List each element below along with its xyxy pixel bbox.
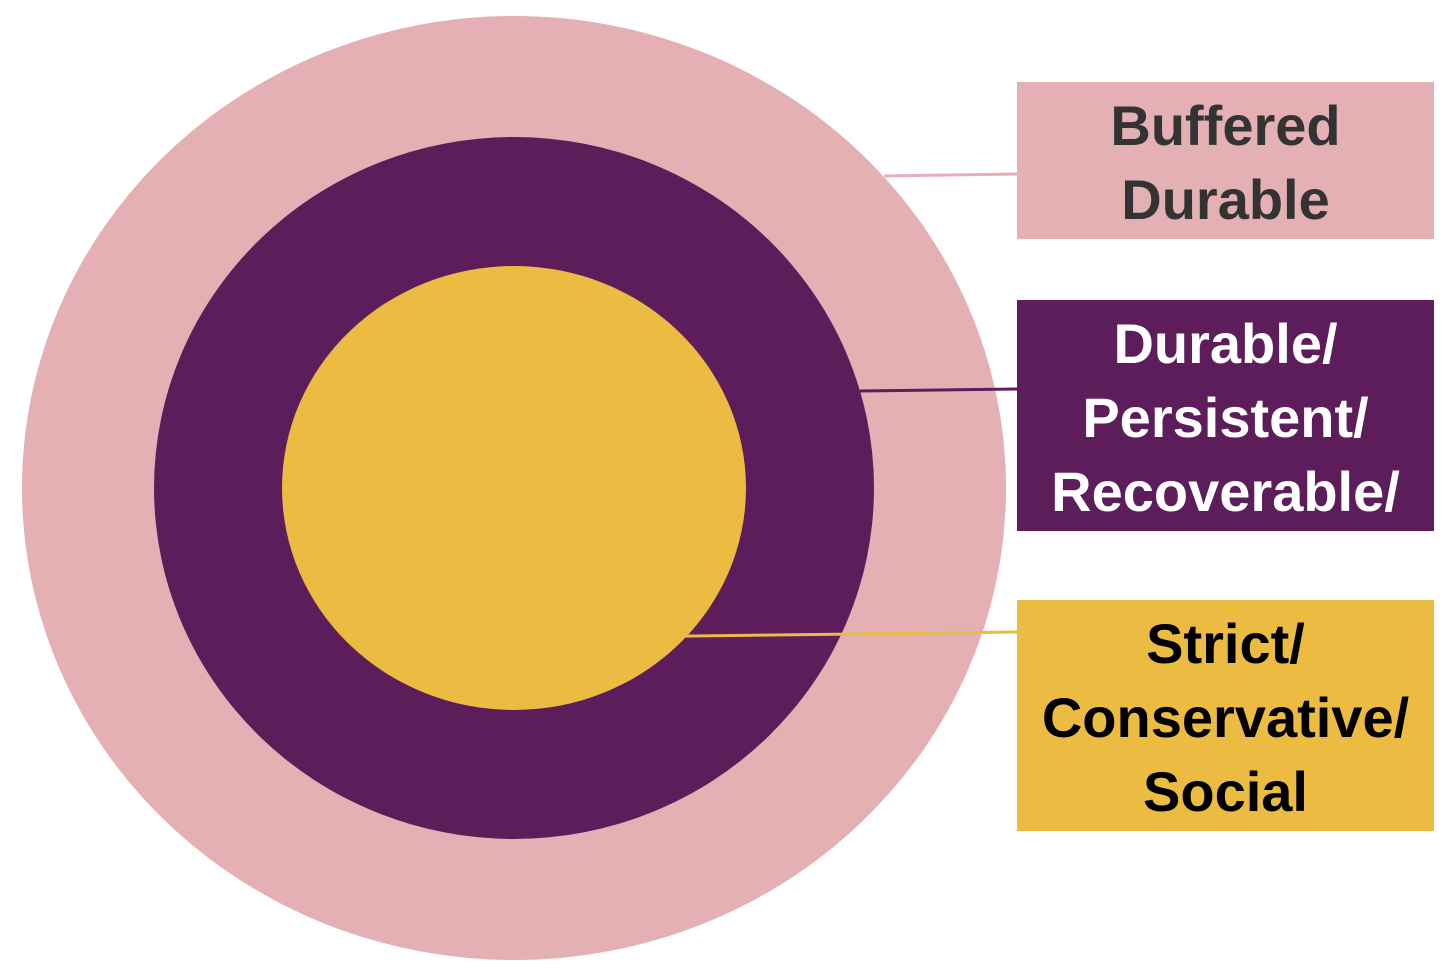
outer-leader-line — [883, 172, 1018, 178]
label-line: Buffered — [1110, 93, 1341, 157]
inner-leader-line — [611, 630, 1018, 639]
label-line: Persistent/ — [1082, 385, 1369, 449]
label-line: Recoverable/ — [1051, 459, 1400, 523]
label-line: Durable/ — [1113, 311, 1338, 375]
durable-persistent-recoverable-label: Durable/ Persistent/ Recoverable/ — [1017, 300, 1434, 531]
label-line: Social — [1143, 759, 1308, 823]
strict-conservative-social-label: Strict/ Conservative/ Social — [1017, 600, 1434, 831]
label-line: Durable — [1121, 167, 1330, 231]
label-line: Strict/ — [1146, 611, 1305, 675]
middle-leader-line — [859, 387, 1018, 393]
label-line: Conservative/ — [1041, 685, 1410, 749]
inner-circle — [282, 266, 746, 710]
buffered-durable-label: Buffered Durable — [1017, 82, 1434, 239]
